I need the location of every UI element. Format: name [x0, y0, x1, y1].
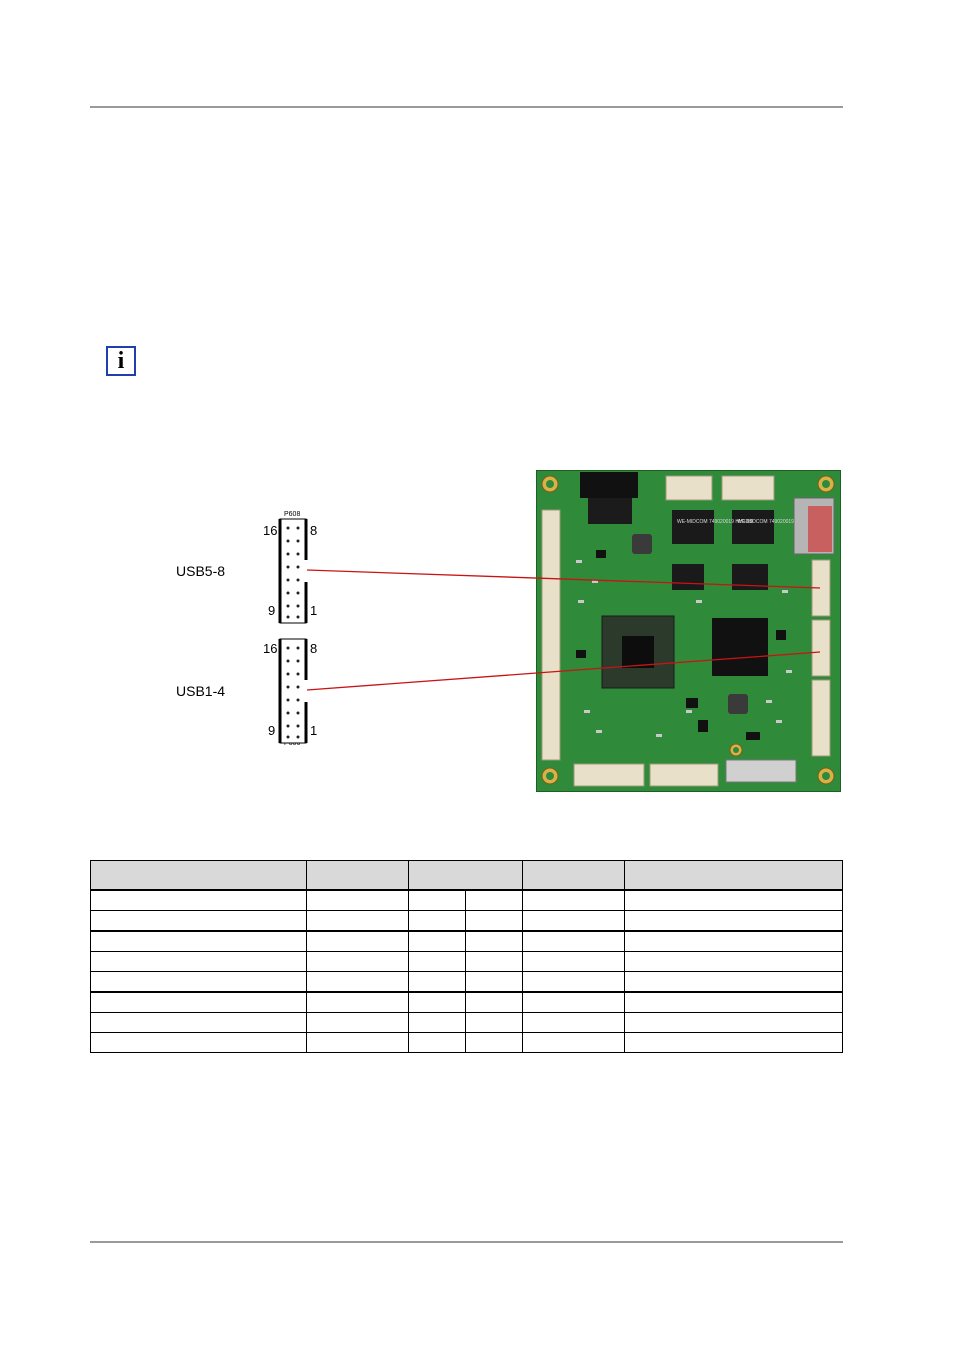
table-header-row — [90, 860, 843, 891]
connector-bottom-name: P606 — [284, 740, 301, 747]
pcb-board-image: WE-MIDCOM 749020019 HH1119 WE-MIDCOM 749… — [536, 470, 841, 792]
table-row — [90, 910, 843, 932]
header-cell — [408, 860, 523, 891]
connector-bottom-pin-16: 16 — [263, 641, 278, 656]
header-cell — [306, 860, 409, 891]
connector-bottom-pin-9: 9 — [268, 723, 276, 738]
table-row — [90, 1012, 843, 1033]
connector-top-pin-16: 16 — [263, 523, 278, 538]
header-rule — [90, 106, 843, 108]
usb1-4-label: USB1-4 — [176, 683, 226, 699]
table-row — [90, 1032, 843, 1053]
connector-top-pin-8: 8 — [310, 523, 318, 538]
usb5-8-label: USB5-8 — [176, 563, 226, 579]
table-row — [90, 951, 843, 972]
connector-bottom-pin-8: 8 — [310, 641, 318, 656]
table-row — [90, 971, 843, 993]
connector-p608 — [278, 518, 308, 624]
header-cell — [90, 860, 307, 891]
magnetics-1-text: WE-MIDCOM 749020019 HH1119 — [677, 519, 753, 525]
table-row — [90, 991, 843, 1013]
header-cell — [522, 860, 625, 891]
connector-top-pin-9: 9 — [268, 603, 276, 618]
connector-top-pin-1: 1 — [310, 603, 318, 618]
connector-p606 — [278, 638, 308, 744]
connector-top-name: P608 — [284, 511, 301, 518]
connector-bottom-pin-1: 1 — [310, 723, 318, 738]
info-icon: i — [106, 346, 136, 376]
header-cell — [624, 860, 843, 891]
pinout-table — [90, 860, 843, 1053]
table-row — [90, 930, 843, 952]
magnetics-2-text: WE-MIDCOM 749020019 HH1119 — [737, 519, 813, 525]
table-row — [90, 889, 843, 911]
footer-rule — [90, 1241, 843, 1243]
